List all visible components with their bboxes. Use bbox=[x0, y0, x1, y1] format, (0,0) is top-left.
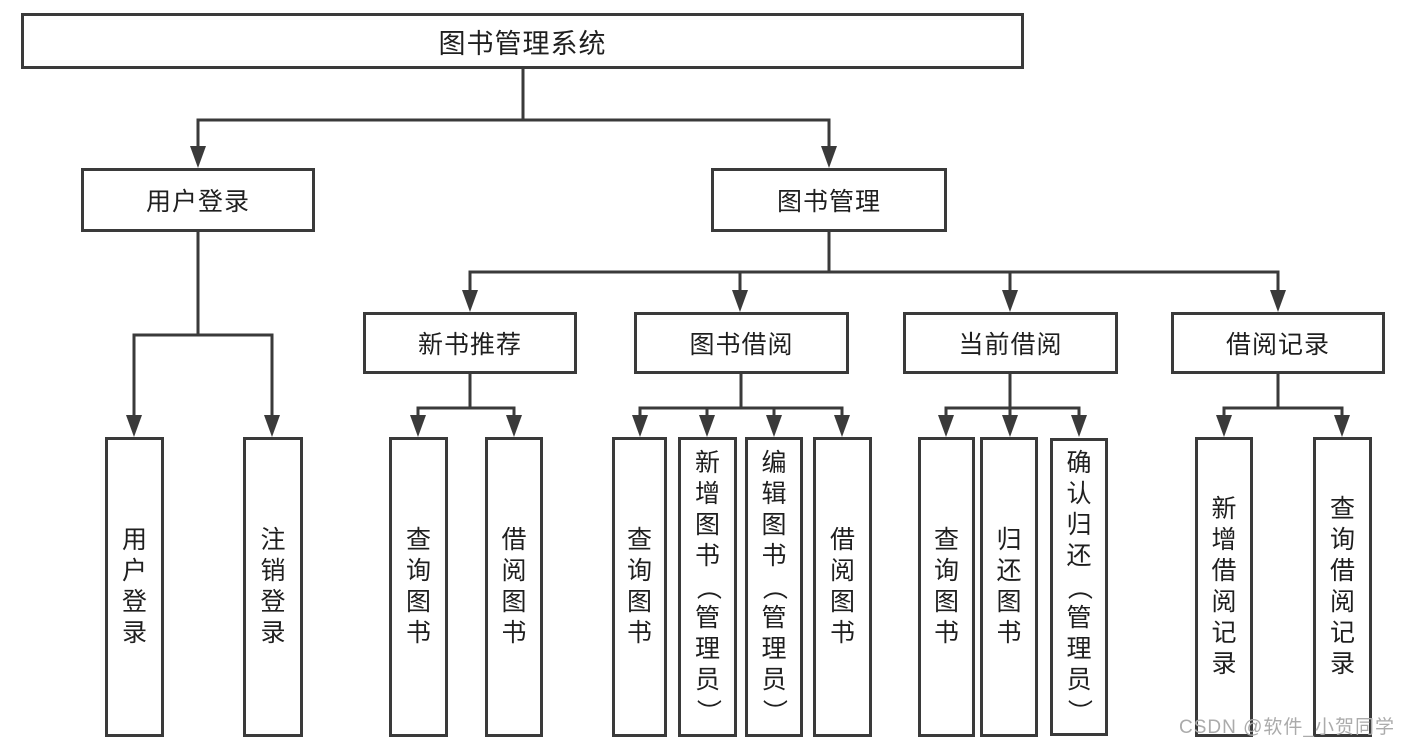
node-label: 当前借阅 bbox=[958, 331, 1063, 359]
leaf-label: 借阅图书 bbox=[501, 526, 527, 647]
connector-borrow-records-to-leaves bbox=[1222, 374, 1344, 421]
leaf-label: 编辑图书（管理员） bbox=[760, 448, 789, 724]
connector-current-borrow-to-leaves bbox=[944, 374, 1081, 421]
arrowheads bbox=[126, 146, 1350, 437]
node-label: 借阅记录 bbox=[1225, 331, 1330, 359]
node-borrow-records: 借阅记录 bbox=[1171, 312, 1385, 374]
leaf-records-add-borrow-record: 新增借阅记录 bbox=[1195, 437, 1253, 737]
leaf-label: 查询借阅记录 bbox=[1329, 495, 1355, 678]
node-label: 用户登录 bbox=[145, 188, 250, 216]
node-user-login: 用户登录 bbox=[81, 168, 315, 232]
connector-book-borrow-to-leaves bbox=[638, 374, 844, 421]
csdn-watermark: CSDN @软件_小贺同学 bbox=[1179, 717, 1395, 738]
leaf-current-return-books: 归还图书 bbox=[980, 437, 1038, 737]
leaf-borrow-borrow-books: 借阅图书 bbox=[813, 437, 872, 737]
connector-book-mgmt-to-level3 bbox=[468, 232, 1280, 296]
connector-user-login-to-leaves bbox=[132, 232, 274, 421]
leaf-borrow-edit-books-admin: 编辑图书（管理员） bbox=[745, 437, 803, 737]
leaf-label: 新增借阅记录 bbox=[1211, 495, 1237, 678]
leaf-borrow-query-books: 查询图书 bbox=[612, 437, 667, 737]
node-label: 图书管理系统 bbox=[438, 28, 607, 59]
leaf-logout-login: 注销登录 bbox=[243, 437, 303, 737]
connector-root-to-level2 bbox=[196, 68, 831, 152]
node-label: 新书推荐 bbox=[417, 331, 522, 359]
leaf-label: 查询图书 bbox=[933, 526, 959, 647]
node-label: 图书管理 bbox=[776, 188, 881, 216]
node-book-management: 图书管理 bbox=[711, 168, 947, 232]
leaf-current-query-books: 查询图书 bbox=[918, 437, 975, 737]
leaf-label: 用户登录 bbox=[121, 526, 147, 647]
leaf-newrec-borrow-books: 借阅图书 bbox=[485, 437, 543, 737]
node-book-borrow: 图书借阅 bbox=[634, 312, 849, 374]
node-library-management-system: 图书管理系统 bbox=[21, 13, 1024, 69]
leaf-label: 借阅图书 bbox=[829, 526, 855, 647]
leaf-records-query-borrow-record: 查询借阅记录 bbox=[1313, 437, 1372, 737]
leaf-label: 查询图书 bbox=[626, 526, 652, 647]
leaf-borrow-add-books-admin: 新增图书（管理员） bbox=[678, 437, 737, 737]
connector-new-book-rec-to-leaves bbox=[416, 374, 516, 421]
node-label: 图书借阅 bbox=[689, 331, 794, 359]
leaf-label: 新增图书（管理员） bbox=[693, 448, 722, 724]
leaf-current-confirm-return-admin: 确认归还（管理员） bbox=[1050, 438, 1108, 736]
leaf-label: 注销登录 bbox=[260, 526, 286, 647]
leaf-newrec-query-books: 查询图书 bbox=[389, 437, 448, 737]
leaf-label: 确认归还（管理员） bbox=[1065, 448, 1094, 724]
leaf-label: 归还图书 bbox=[996, 526, 1022, 647]
node-current-borrow: 当前借阅 bbox=[903, 312, 1118, 374]
node-new-book-recommend: 新书推荐 bbox=[363, 312, 577, 374]
leaf-label: 查询图书 bbox=[405, 526, 431, 647]
leaf-user-login: 用户登录 bbox=[105, 437, 164, 737]
